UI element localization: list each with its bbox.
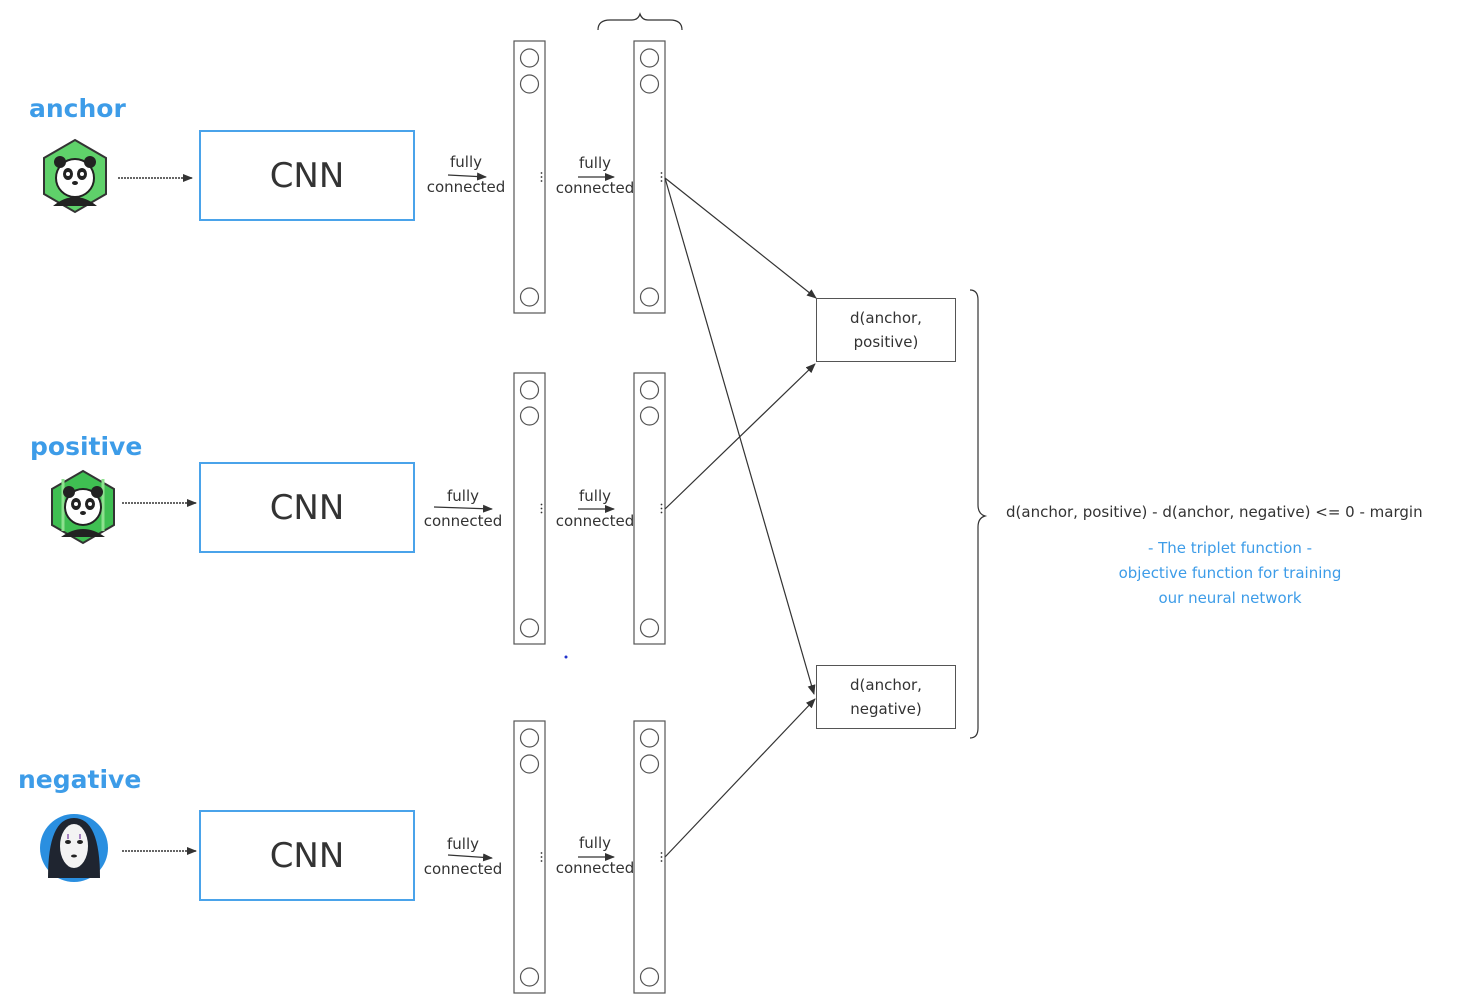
- ellipsis-dot: [540, 503, 543, 506]
- ellipsis-dot: [540, 860, 543, 862]
- fc-arrow: [433, 504, 493, 513]
- caption-line: - The triplet function -: [1147, 539, 1313, 557]
- neuron-node: [639, 74, 660, 94]
- anchor-label: anchor: [29, 94, 126, 123]
- fc-arrow: [447, 172, 487, 181]
- neuron-node: [639, 728, 660, 748]
- neuron-node: [639, 380, 660, 400]
- anchor-to-an-arrow: [664, 177, 816, 695]
- fc-label-anchor-1: fully connected: [421, 150, 511, 200]
- neuron-node: [639, 618, 660, 638]
- ellipsis-dot: [660, 860, 663, 862]
- fc-arrow: [447, 853, 493, 862]
- fc-label-top: fully: [447, 487, 479, 505]
- ellipsis-dot: [540, 856, 543, 858]
- fc-label-bottom: connected: [555, 859, 635, 877]
- fc-label-positive-2: fully connected: [550, 484, 640, 534]
- negative-to-an-arrow: [664, 698, 816, 858]
- ellipsis-dot: [540, 180, 543, 182]
- neuron-node: [639, 406, 660, 426]
- neuron-node: [639, 754, 660, 774]
- fc-label-top: fully: [450, 153, 482, 171]
- fc-label-top: fully: [579, 487, 611, 505]
- distance-line: d(anchor,: [850, 309, 922, 327]
- feature-vector-column: [633, 40, 666, 314]
- neuron-node: [519, 618, 540, 638]
- distance-anchor-positive-box: d(anchor, positive): [816, 298, 956, 362]
- distance-line: d(anchor,: [850, 676, 922, 694]
- distance-line: negative): [850, 700, 922, 718]
- neuron-node: [519, 74, 540, 94]
- positive-to-ap-arrow: [664, 363, 816, 510]
- positive-label: positive: [30, 432, 143, 461]
- ellipsis-dot: [660, 172, 663, 174]
- ellipsis-dot: [660, 511, 663, 514]
- fc-label-top: fully: [579, 154, 611, 172]
- neuron-node: [639, 287, 660, 307]
- no-face-avatar-icon: [40, 814, 108, 882]
- ellipsis-dot: [540, 507, 543, 510]
- neuron-node: [639, 48, 660, 68]
- cnn-box-anchor: CNN: [199, 130, 415, 221]
- ellipsis-dot: [660, 503, 663, 506]
- ellipsis-dot: [540, 176, 543, 178]
- panda-bamboo-avatar-icon: [51, 469, 115, 545]
- fc-label-negative-1: fully connected: [418, 832, 508, 882]
- neuron-node: [519, 48, 540, 68]
- cnn-box-negative: CNN: [199, 810, 415, 901]
- fc-label-negative-2: fully connected: [550, 831, 640, 881]
- fc-label-bottom: connected: [555, 512, 635, 530]
- neuron-node: [639, 967, 660, 987]
- ellipsis-dot: [660, 180, 663, 182]
- ellipsis-dot: [660, 507, 663, 510]
- neuron-node: [519, 380, 540, 400]
- cnn-label: CNN: [269, 835, 345, 876]
- neuron-node: [519, 967, 540, 987]
- feature-vector-column: [633, 720, 666, 994]
- caption-line: objective function for training: [1118, 564, 1342, 582]
- cnn-label: CNN: [269, 155, 345, 196]
- feature-vector-column: [513, 372, 546, 645]
- ellipsis-dot: [660, 176, 663, 178]
- caption-line: our neural network: [1158, 589, 1302, 607]
- ellipsis-dot: [540, 511, 543, 514]
- ellipsis-dot: [660, 852, 663, 854]
- right-brace: [969, 289, 988, 739]
- stray-dot: [564, 655, 568, 659]
- feature-vector-column: [633, 372, 666, 645]
- cnn-label: CNN: [269, 487, 345, 528]
- fc-label-top: fully: [447, 835, 479, 853]
- fc-label-bottom: connected: [555, 179, 635, 197]
- neuron-node: [519, 728, 540, 748]
- ellipsis-dot: [660, 856, 663, 858]
- panda-avatar-icon: [43, 138, 107, 214]
- feature-vector-column: [513, 720, 546, 994]
- fc-label-bottom: connected: [423, 512, 503, 530]
- fc-label-anchor-2: fully connected: [550, 151, 640, 201]
- ellipsis-dot: [540, 852, 543, 854]
- distance-line: positive): [853, 333, 919, 351]
- top-brace: [597, 12, 683, 31]
- fc-label-bottom: connected: [423, 860, 503, 878]
- neuron-node: [519, 754, 540, 774]
- triplet-equation: d(anchor, positive) - d(anchor, negative…: [1006, 503, 1423, 521]
- neuron-node: [519, 406, 540, 426]
- feature-vector-column: [513, 40, 546, 314]
- ellipsis-dot: [540, 172, 543, 174]
- fc-label-bottom: connected: [426, 178, 506, 196]
- neuron-node: [519, 287, 540, 307]
- distance-anchor-negative-box: d(anchor, negative): [816, 665, 956, 729]
- fc-label-top: fully: [579, 834, 611, 852]
- fc-label-positive-1: fully connected: [418, 484, 508, 534]
- negative-label: negative: [18, 765, 142, 794]
- cnn-box-positive: CNN: [199, 462, 415, 553]
- triplet-caption: - The triplet function - objective funct…: [1080, 536, 1380, 611]
- anchor-to-ap-arrow: [664, 177, 817, 299]
